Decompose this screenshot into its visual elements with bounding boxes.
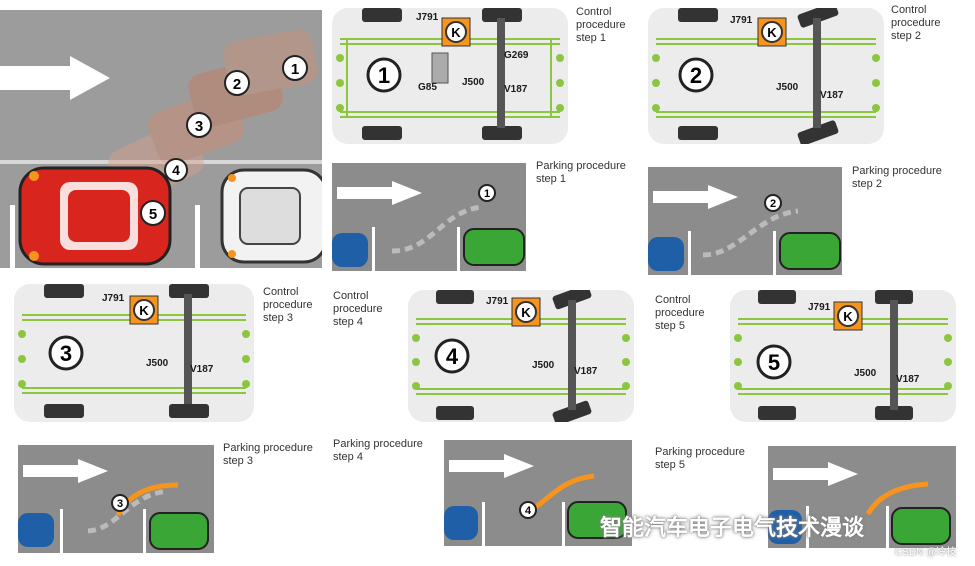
svg-text:5: 5 <box>149 206 157 223</box>
control-title-5: Control procedure step 5 <box>655 294 705 332</box>
svg-text:1: 1 <box>484 188 490 200</box>
hero-step-2: 2 <box>224 70 250 96</box>
parking-title-4: Parking procedure step 4 <box>333 438 423 463</box>
control-diagram-4: K 4 J791 J500 V187 <box>412 284 630 426</box>
control-diagram-2: K 2 J791 J500 V187 <box>652 2 880 146</box>
control-title-2: Control procedure step 2 <box>891 4 941 42</box>
svg-text:J791: J791 <box>808 302 831 313</box>
svg-text:J500: J500 <box>854 368 877 379</box>
parking-scene-4: 4 <box>444 440 632 546</box>
hero-step-1: 1 <box>282 55 308 81</box>
parking-title-2: Parking procedure step 2 <box>852 165 942 190</box>
red-car <box>18 166 172 266</box>
parking-scene-2: 2 <box>648 167 842 275</box>
hero-step-3: 3 <box>186 112 212 138</box>
svg-text:K: K <box>843 309 853 324</box>
svg-text:J500: J500 <box>462 77 485 88</box>
hero-step-4: 4 <box>164 158 188 182</box>
svg-text:V187: V187 <box>896 374 920 385</box>
svg-text:4: 4 <box>525 505 532 517</box>
svg-text:J791: J791 <box>416 12 439 23</box>
svg-text:K: K <box>521 305 531 320</box>
svg-text:2: 2 <box>770 198 776 210</box>
parking-scene-3: 3 <box>18 445 214 553</box>
svg-text:5: 5 <box>768 350 780 375</box>
svg-text:J500: J500 <box>532 360 555 371</box>
svg-text:K: K <box>451 25 461 40</box>
parking-scene-1: 1 <box>332 163 526 271</box>
svg-text:J500: J500 <box>146 358 169 369</box>
control-card-5: K 5 J791 J500 V187 <box>730 290 956 422</box>
k-icon <box>133 299 155 321</box>
svg-text:V187: V187 <box>820 90 844 101</box>
watermark: 智能汽车电子电气技术漫谈 <box>600 516 865 541</box>
svg-text:K: K <box>139 303 149 318</box>
k-icon <box>837 305 859 327</box>
parking-scene-5 <box>768 446 956 548</box>
svg-text:1: 1 <box>378 63 390 88</box>
arrow-icon <box>0 56 110 100</box>
control-diagram-3: K 3 J791 J500 V187 <box>18 284 250 418</box>
svg-text:V187: V187 <box>574 366 598 377</box>
svg-text:2: 2 <box>690 63 702 88</box>
parking-title-1: Parking procedure step 1 <box>536 160 626 185</box>
svg-text:G85: G85 <box>418 82 437 93</box>
svg-text:3: 3 <box>60 341 72 366</box>
control-title-3: Control procedure step 3 <box>263 286 313 324</box>
control-title-4: Control procedure step 4 <box>333 290 383 328</box>
svg-text:J791: J791 <box>730 15 753 26</box>
control-diagram-5: K 5 J791 J500 V187 <box>734 290 952 420</box>
svg-text:2: 2 <box>233 76 241 93</box>
hero-parking-illustration: 5 4 3 2 1 <box>0 10 328 268</box>
svg-text:1: 1 <box>291 61 299 78</box>
parking-title-3: Parking procedure step 3 <box>223 442 313 467</box>
hero-step-5: 5 <box>140 200 166 226</box>
svg-text:4: 4 <box>172 162 180 178</box>
svg-text:3: 3 <box>117 498 123 510</box>
k-icon <box>761 21 783 43</box>
svg-text:4: 4 <box>446 344 459 369</box>
control-card-3: K 3 J791 J500 V187 <box>14 284 254 422</box>
hero-svg: 5 4 3 2 1 <box>0 29 328 268</box>
svg-text:J500: J500 <box>776 82 799 93</box>
parking-title-5: Parking procedure step 5 <box>655 446 745 471</box>
control-diagram-1: K 1 J791 G269 G85 J500 V187 <box>336 8 564 140</box>
svg-text:V187: V187 <box>190 364 214 375</box>
control-title-1: Control procedure step 1 <box>576 6 626 44</box>
parked-white-car <box>220 168 328 264</box>
control-card-2: K 2 J791 J500 V187 <box>648 2 884 146</box>
k-icon <box>445 21 467 43</box>
control-card-1: K 1 J791 G269 G85 J500 V187 <box>332 8 568 144</box>
svg-text:J791: J791 <box>102 293 125 304</box>
svg-text:V187: V187 <box>504 84 528 95</box>
svg-text:J791: J791 <box>486 296 509 307</box>
watermark-sub: CSDN @冷枝 <box>895 547 957 558</box>
control-card-4: K 4 J791 J500 V187 <box>408 284 634 426</box>
k-icon <box>515 301 537 323</box>
svg-text:G269: G269 <box>504 50 529 61</box>
svg-text:K: K <box>767 25 777 40</box>
svg-text:3: 3 <box>195 118 203 135</box>
